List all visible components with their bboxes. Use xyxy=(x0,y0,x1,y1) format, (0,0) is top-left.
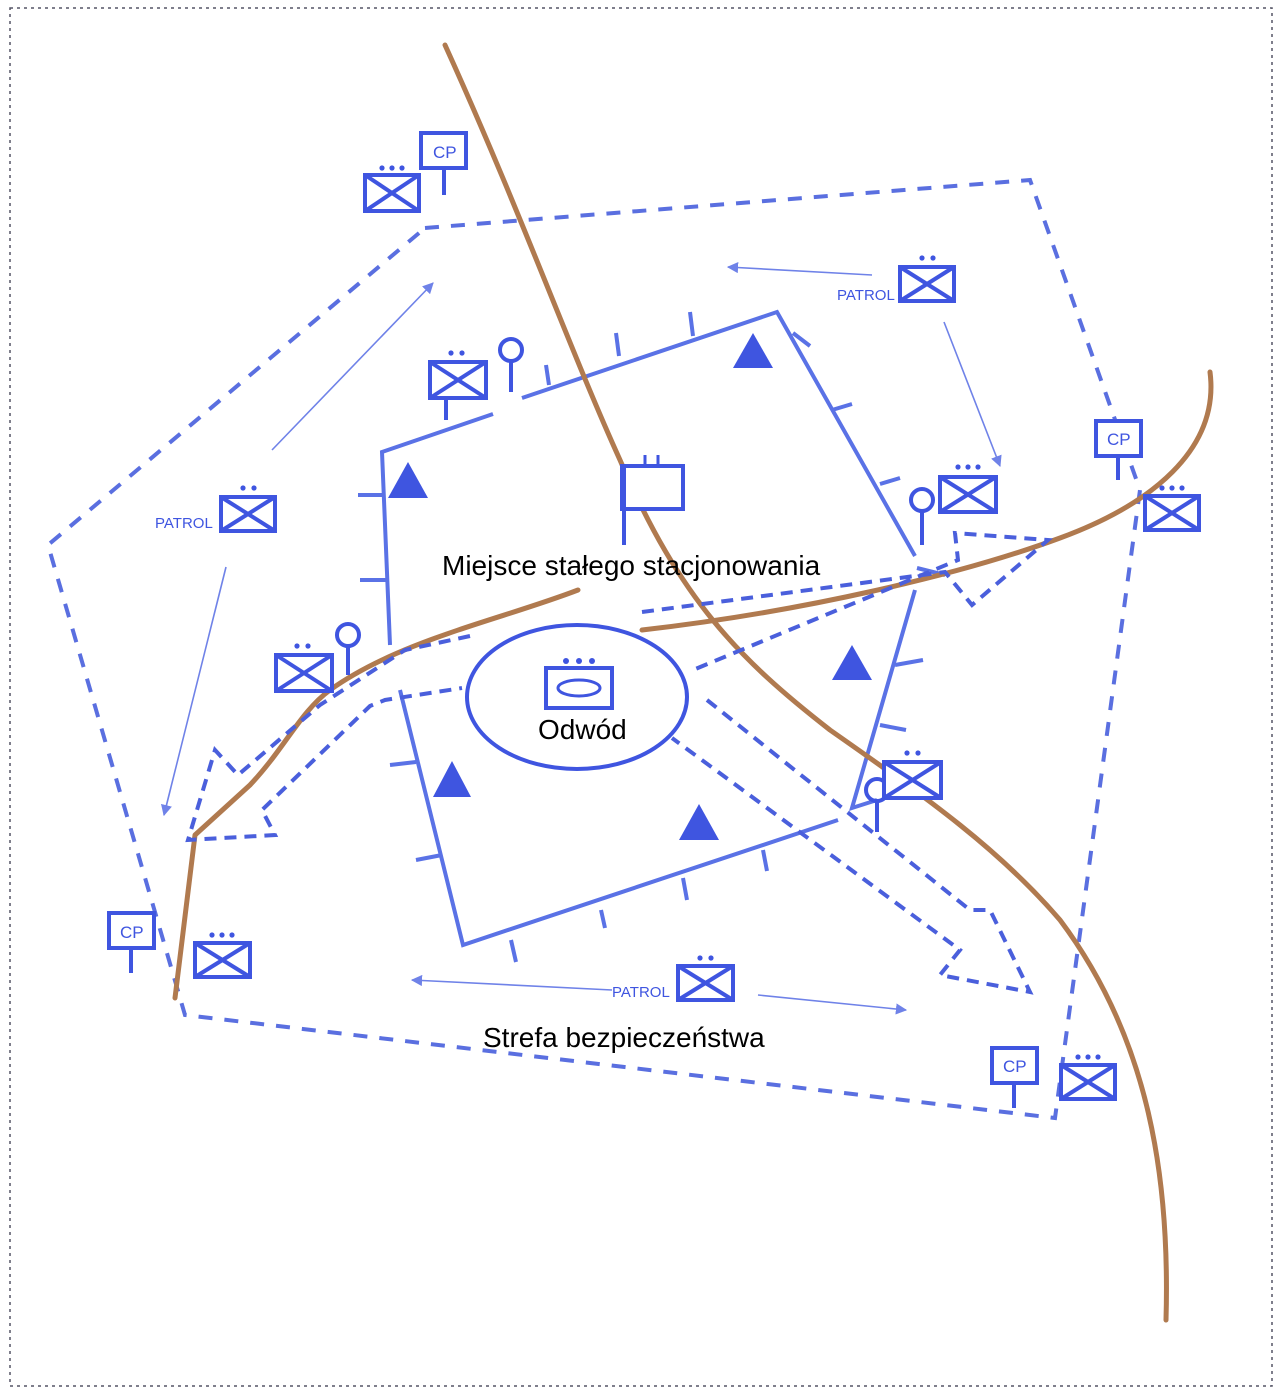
triangle-position-icon xyxy=(433,761,471,797)
triangle-position-icon xyxy=(733,333,773,368)
security-zone-perimeter xyxy=(45,177,1143,1121)
withdrawal-arrow-southeast xyxy=(670,698,1034,995)
triangle-position-icon xyxy=(832,645,872,680)
patrol-route-arrow xyxy=(410,974,613,991)
road-north-south xyxy=(442,42,1169,1323)
observation-post-icon xyxy=(498,337,524,392)
checkpoint-label: CP xyxy=(1003,1057,1027,1076)
infantry-unit-icon xyxy=(274,643,334,693)
checkpoint-label: CP xyxy=(120,923,144,942)
patrol-label: PATROL xyxy=(612,984,670,1001)
infantry-unit-icon xyxy=(882,750,943,800)
checkpoint-icon xyxy=(990,1046,1039,1108)
infantry-unit-icon xyxy=(898,255,956,303)
observation-post-icon xyxy=(335,622,361,675)
page-border xyxy=(9,7,1273,1387)
patrol-label: PATROL xyxy=(837,287,895,304)
checkpoint-icon xyxy=(107,911,156,973)
road-east-west xyxy=(639,369,1214,633)
infantry-unit-icon xyxy=(1143,485,1201,532)
patrol-route-arrow xyxy=(726,261,873,276)
reserve-unit-icon xyxy=(544,658,614,710)
reserve-label: Odwód xyxy=(538,714,627,745)
withdrawal-arrow-east xyxy=(641,530,1053,672)
infantry-unit-icon xyxy=(193,932,252,979)
infantry-unit-icon xyxy=(428,350,488,420)
reserve-area xyxy=(465,623,689,771)
triangle-position-icon xyxy=(679,804,719,840)
patrol-route-arrow xyxy=(161,566,227,817)
observation-post-icon xyxy=(909,487,935,545)
patrol-route-arrow xyxy=(757,994,908,1015)
hq-flag-icon xyxy=(620,455,685,545)
patrol-route-arrow xyxy=(943,321,1002,468)
infantry-unit-icon xyxy=(1059,1054,1117,1101)
base-outline xyxy=(358,309,946,963)
checkpoint-label: CP xyxy=(1107,430,1131,449)
infantry-unit-icon xyxy=(938,464,998,514)
triangle-position-icon xyxy=(388,462,428,498)
patrol-route-arrow xyxy=(271,282,434,451)
checkpoint-label: CP xyxy=(433,143,457,162)
road-west xyxy=(172,587,581,1001)
infantry-unit-icon xyxy=(219,485,277,533)
infantry-unit-icon xyxy=(363,165,421,213)
checkpoint-icon xyxy=(419,131,468,195)
withdrawal-arrow-west xyxy=(185,634,471,843)
checkpoint-icon xyxy=(1094,419,1143,480)
security-zone-label: Strefa bezpieczeństwa xyxy=(483,1022,765,1053)
patrol-label: PATROL xyxy=(155,515,213,532)
infantry-unit-icon xyxy=(676,955,735,1002)
base-label: Miejsce stałego stacjonowania xyxy=(442,550,821,581)
